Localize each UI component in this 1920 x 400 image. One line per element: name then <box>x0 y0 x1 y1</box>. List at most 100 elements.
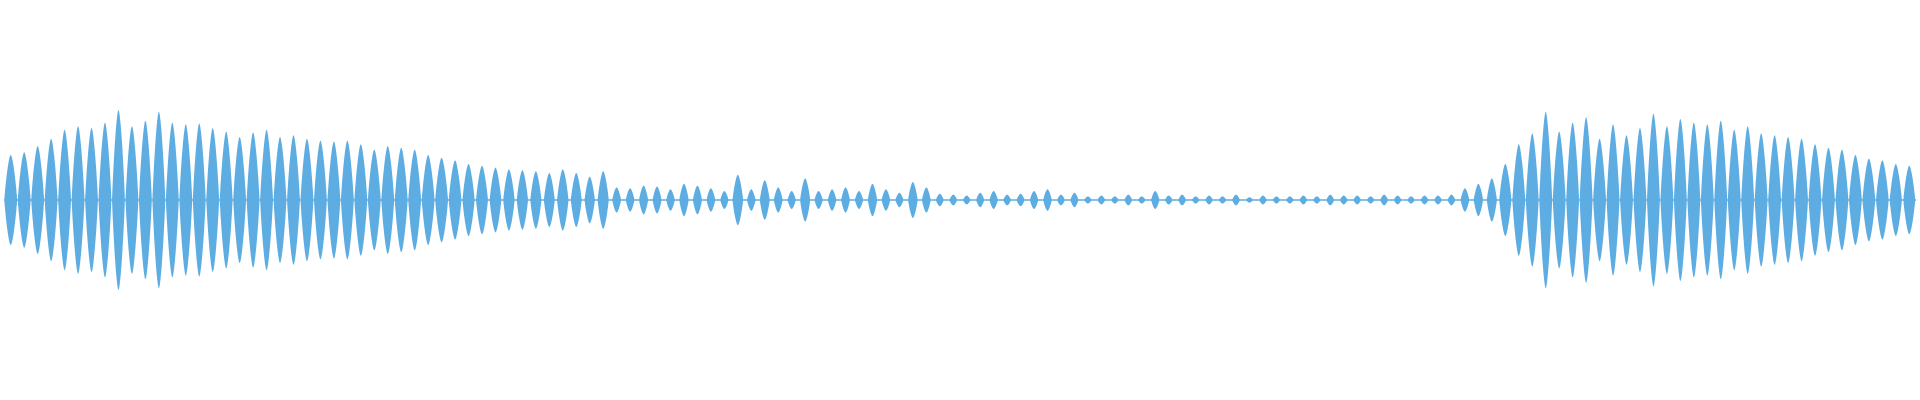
waveform-lobe <box>1070 192 1079 208</box>
waveform-lobe <box>246 132 260 268</box>
waveform-lobe <box>1111 196 1119 204</box>
waveform-lobe <box>1552 131 1566 269</box>
waveform-lobe <box>638 185 649 215</box>
waveform-lobe <box>1124 194 1133 206</box>
waveform-lobe <box>881 189 891 211</box>
waveform-lobe <box>125 126 139 274</box>
waveform-lobe <box>1620 135 1633 265</box>
waveform-lobe <box>908 182 918 218</box>
waveform-lobe <box>462 164 475 236</box>
waveform-lobe <box>814 191 823 209</box>
waveform-lobe <box>206 128 220 272</box>
waveform-lobe <box>394 147 408 253</box>
waveform-lobe <box>1434 195 1442 205</box>
waveform-lobe <box>1781 137 1795 263</box>
waveform-lobe <box>1366 196 1375 204</box>
waveform-lobe <box>1272 196 1281 204</box>
waveform-lobe <box>1606 124 1620 276</box>
waveform-lobe <box>625 188 635 212</box>
waveform-lobe <box>1660 126 1674 274</box>
waveform-lobe <box>408 149 422 251</box>
waveform-lobe <box>1407 196 1415 204</box>
waveform-lobe <box>138 120 152 280</box>
waveform-lobe <box>1460 188 1470 212</box>
waveform-lobe <box>1286 196 1294 204</box>
waveform-lobe <box>1164 195 1173 205</box>
waveform-lobe <box>800 178 811 222</box>
waveform-lobe <box>1003 194 1012 206</box>
waveform-lobe <box>1473 183 1484 217</box>
waveform-lobe <box>192 123 206 277</box>
waveform-lobe <box>111 110 125 290</box>
waveform-lobe <box>1862 158 1876 242</box>
waveform-lobe <box>340 140 354 260</box>
waveform-lobe <box>1259 195 1267 205</box>
waveform-lobe <box>1795 138 1809 262</box>
waveform-lobe <box>692 185 703 215</box>
waveform-lobe <box>921 187 931 213</box>
waveform-lobe <box>841 187 850 213</box>
waveform-lobe <box>1057 194 1065 206</box>
waveform-lobe <box>1499 164 1512 236</box>
waveform-lobe <box>530 171 542 229</box>
waveform-lobe <box>1151 191 1160 209</box>
waveform-lobe <box>1646 113 1660 287</box>
waveform-lobe <box>612 187 622 213</box>
waveform-lobe <box>1178 194 1187 206</box>
waveform-lobe <box>989 191 998 209</box>
waveform-lobe <box>867 183 878 217</box>
waveform-lobe <box>98 122 112 278</box>
waveform-lobe <box>1593 138 1607 262</box>
waveform-lobe <box>597 171 609 229</box>
waveform-lobe <box>31 146 45 254</box>
waveform-lobe <box>327 141 341 259</box>
waveform-lobe <box>448 160 462 240</box>
waveform-lobe <box>1420 195 1429 205</box>
waveform-lobe <box>1232 194 1240 206</box>
waveform-lobe <box>949 194 958 206</box>
waveform-lobe <box>557 169 569 231</box>
waveform-lobe <box>1313 196 1321 204</box>
waveform-lobe <box>976 192 985 208</box>
waveform-lobe <box>1848 155 1862 245</box>
waveform-lobe <box>17 152 31 248</box>
waveform-lobe <box>1512 144 1526 256</box>
waveform-lobe <box>300 138 314 262</box>
waveform-lobe <box>516 170 529 230</box>
waveform-lobe <box>503 169 515 231</box>
waveform-lobe <box>313 140 327 260</box>
waveform-lobe <box>354 144 368 256</box>
waveform-lobe <box>787 191 796 209</box>
waveform-lobe <box>233 137 247 263</box>
waveform-lobe <box>273 137 287 263</box>
waveform-lobe <box>58 129 72 271</box>
waveform-lobe <box>1245 197 1254 203</box>
waveform-lobe <box>1097 195 1106 205</box>
waveform-lobe <box>827 189 837 211</box>
waveform-lobe <box>652 186 662 214</box>
waveform-lobe <box>732 174 744 226</box>
waveform-lobe <box>679 183 689 217</box>
waveform-lobe <box>1808 144 1822 256</box>
waveform-lobe <box>71 126 85 274</box>
waveform-lobe <box>746 189 756 211</box>
waveform-lobe <box>287 135 300 265</box>
waveform-lobe <box>435 157 449 243</box>
waveform-lobe <box>720 191 729 209</box>
waveform-lobe <box>165 122 179 278</box>
waveform-lobe <box>1727 129 1741 271</box>
waveform-lobe <box>1687 122 1701 278</box>
waveform-lobe <box>1191 196 1200 204</box>
waveform-lobe <box>1205 195 1213 205</box>
waveform-lobe <box>1353 195 1362 205</box>
waveform-lobe <box>962 195 971 205</box>
waveform-lobe <box>1043 189 1052 211</box>
waveform-lobe <box>1754 133 1768 267</box>
waveform-lobe <box>1137 196 1146 204</box>
waveform-lobe <box>706 188 716 212</box>
waveform-lobe <box>367 149 381 251</box>
waveform-lobe <box>1633 128 1647 272</box>
waveform-lobe <box>1084 196 1092 204</box>
waveform-lobe <box>381 146 395 254</box>
